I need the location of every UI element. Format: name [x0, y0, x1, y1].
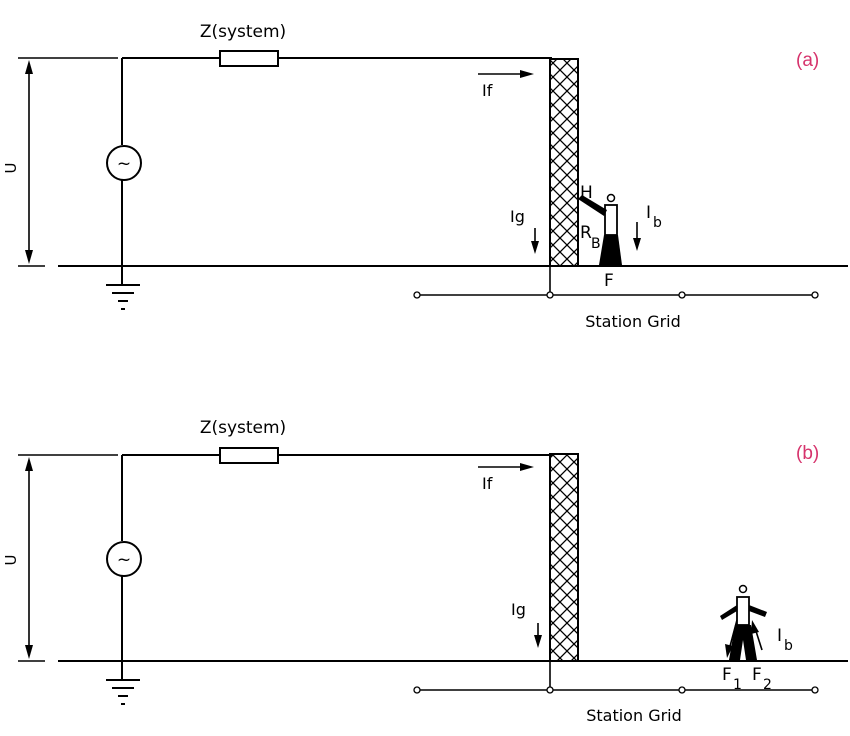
- supply-line: Z(system): [122, 418, 552, 464]
- fault-current-label: If: [482, 474, 493, 493]
- tower-lattice: [549, 58, 579, 267]
- foot-label: F: [604, 271, 614, 291]
- step-current-arrows: [725, 619, 763, 658]
- ac-symbol: ~: [117, 154, 131, 174]
- foot-1-label: F 1: [722, 665, 742, 693]
- voltage-source: ~: [106, 58, 142, 285]
- person-figure: [578, 193, 622, 265]
- foot-2-label: F 2: [752, 665, 772, 693]
- panel-b: (b) U Z(system) ~: [2, 418, 848, 725]
- grid-label: Station Grid: [585, 312, 681, 331]
- body-resistance-label: R B: [580, 223, 601, 252]
- ground-icon: [106, 284, 140, 310]
- fault-current-arrow: If: [478, 70, 534, 100]
- ground-current-label: Ig: [510, 207, 525, 226]
- body-current-arrow: [633, 222, 641, 251]
- svg-text:1: 1: [733, 677, 742, 693]
- voltage-label: U: [2, 555, 20, 566]
- ground-current-arrow: Ig: [510, 207, 539, 254]
- body-current-label: I b: [777, 626, 793, 654]
- fault-current-label: If: [482, 81, 493, 100]
- svg-text:2: 2: [763, 677, 772, 693]
- voltage-label: U: [2, 163, 20, 174]
- station-grid: Station Grid: [413, 661, 819, 725]
- fault-current-arrow: If: [478, 463, 534, 493]
- impedance-label: Z(system): [200, 418, 286, 438]
- supply-line: Z(system): [122, 22, 552, 67]
- voltage-source: ~: [106, 455, 142, 680]
- panel-tag: (b): [796, 443, 819, 464]
- svg-text:F: F: [722, 665, 732, 685]
- ground-current-arrow: Ig: [511, 600, 542, 648]
- body-current-label: I b: [646, 203, 662, 231]
- person-figure: [720, 584, 767, 660]
- svg-text:B: B: [591, 236, 601, 252]
- svg-text:F: F: [752, 665, 762, 685]
- svg-text:b: b: [653, 215, 662, 231]
- svg-text:I: I: [777, 626, 782, 646]
- voltage-dimension: U: [2, 454, 118, 662]
- tower-lattice: [549, 453, 579, 662]
- impedance-box: [219, 447, 279, 464]
- svg-text:R: R: [580, 223, 592, 243]
- grid-label: Station Grid: [586, 706, 682, 725]
- panel-a: (a) U Z(system) ~: [2, 22, 848, 331]
- ground-icon: [106, 679, 140, 705]
- ac-symbol: ~: [117, 550, 131, 570]
- impedance-box: [219, 50, 279, 67]
- station-grid: Station Grid: [413, 266, 819, 331]
- voltage-dimension: U: [2, 57, 118, 267]
- impedance-label: Z(system): [200, 22, 286, 42]
- ground-current-label: Ig: [511, 600, 526, 619]
- panel-tag: (a): [796, 50, 819, 71]
- svg-text:I: I: [646, 203, 651, 223]
- hand-label: H: [580, 183, 593, 203]
- svg-text:b: b: [784, 638, 793, 654]
